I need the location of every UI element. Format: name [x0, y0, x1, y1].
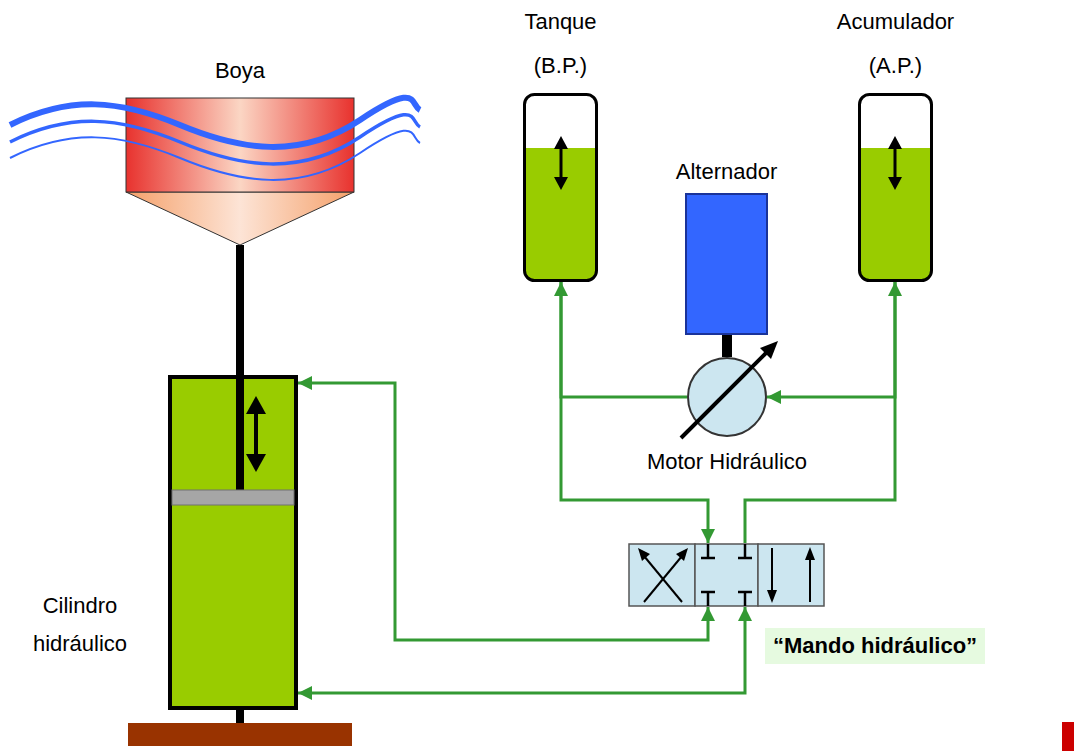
accumulator-art: [858, 93, 933, 282]
node-label: Acumulador (A.P.): [831, 0, 961, 88]
arrow-head: [738, 607, 752, 621]
valve-arrow: [644, 556, 682, 602]
wave-line: [10, 131, 420, 180]
accumulator-gas: [860, 95, 932, 281]
valve-arrow: [767, 590, 777, 603]
pipe-connector: [298, 376, 715, 640]
node-label: Motor Hidráulico: [647, 449, 807, 475]
variable-arrow: [760, 341, 778, 359]
shaft-connector: [240, 245, 241, 375]
valve-art: [628, 543, 825, 607]
node-label: “Mando hidráulico”: [765, 628, 985, 664]
valve-arrow: [809, 558, 811, 602]
accumulator-shape: Acumulador (A.P.): [858, 93, 933, 282]
connector-line: [722, 335, 732, 357]
tank-shape: Tanque (B.P.): [523, 93, 598, 282]
variable-arrow: [681, 353, 766, 438]
connector-line: [561, 282, 687, 397]
arrow-head: [701, 607, 715, 621]
valve-cell: [695, 544, 758, 606]
piston: [172, 490, 294, 505]
tank-art: [523, 93, 598, 282]
valve-cell: [629, 544, 695, 606]
blocked-port: [701, 544, 752, 606]
pipe-connector: [745, 282, 902, 543]
connector-line: [298, 383, 708, 640]
cylinder-shape: Cilindro hidráulico: [168, 375, 298, 710]
level-arrow: [888, 136, 902, 149]
alternator-box: Alternador: [685, 193, 768, 335]
level-arrow: [554, 177, 568, 190]
valve-arrow: [638, 548, 650, 561]
piston-rod: [236, 377, 244, 490]
cylinder-base: [128, 723, 352, 746]
level-arrow: [554, 136, 568, 149]
arrow-head: [554, 282, 568, 296]
accumulator-outline: [860, 95, 932, 281]
pipe-connector: [298, 607, 752, 700]
cylinder-body: [170, 377, 296, 708]
cylinder-bottom-rod: [236, 708, 244, 724]
node-label: Tanque (B.P.): [506, 0, 616, 88]
connector-line: [236, 245, 244, 375]
valve-arrow: [676, 548, 688, 561]
tank-outline: [525, 95, 597, 281]
valve-arrow: [644, 556, 682, 602]
arrow-head: [767, 390, 781, 404]
valve-symbol: “Mando hidráulico”: [628, 543, 825, 607]
motor-circle: [688, 358, 766, 436]
buoy-cone: [126, 192, 354, 245]
valve-arrow: [771, 548, 773, 592]
alternator-art: [685, 193, 768, 335]
corner-mark: [1062, 722, 1074, 751]
level-arrow: [894, 146, 897, 180]
arrow-head: [298, 376, 312, 390]
level-arrow: [560, 146, 563, 180]
buoy-art: [126, 98, 354, 245]
motor-circle: Motor Hidráulico: [687, 357, 767, 437]
valve-cell: [758, 544, 824, 606]
alternator-body: [686, 194, 767, 334]
level-arrow: [888, 177, 902, 190]
node-label: Boya: [215, 58, 265, 84]
cylinder-art: [168, 375, 298, 710]
motor-art: [687, 357, 767, 437]
connector-line: [298, 607, 745, 693]
motion-arrow: [254, 410, 258, 458]
arrow-head: [701, 529, 715, 543]
motion-arrow: [246, 396, 266, 414]
node-label: Cilindro hidráulico: [10, 587, 150, 663]
pipe-connector: [554, 282, 687, 397]
connector-line: [767, 282, 895, 397]
buoy-shape: Boya: [126, 98, 354, 245]
tank-gas: [525, 95, 597, 281]
arrow-head: [298, 686, 312, 700]
pipe-connector: [767, 282, 895, 404]
motion-arrow: [246, 454, 266, 472]
valve-arrow: [805, 547, 815, 560]
node-label: Alternador: [676, 159, 778, 185]
shaft-connector: [727, 335, 728, 357]
